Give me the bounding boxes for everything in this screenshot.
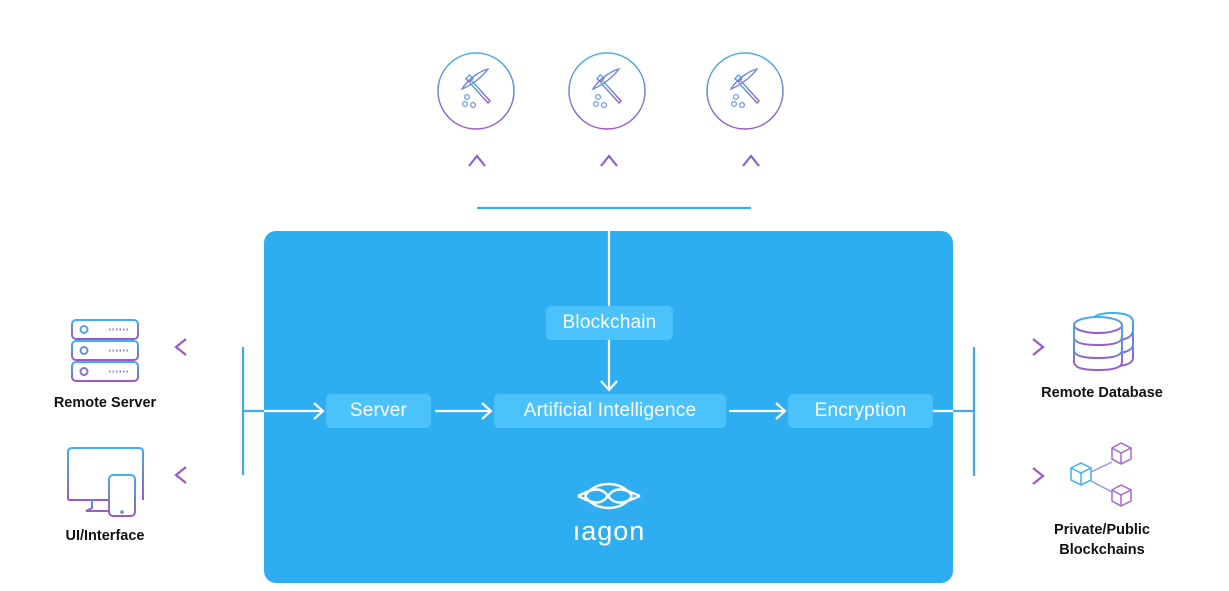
node-server: Server xyxy=(326,394,431,428)
iagon-logo-icon xyxy=(577,482,641,510)
node-artificial-intelligence: Artificial Intelligence xyxy=(494,394,726,428)
remote-database-label: Remote Database xyxy=(1041,385,1163,401)
arrow-up-icon xyxy=(600,154,618,167)
miner-connectors xyxy=(468,154,760,231)
right-connectors xyxy=(953,338,1045,485)
node-label: Server xyxy=(349,400,408,421)
blockchains-label-line2: Blockchains xyxy=(1059,542,1145,558)
blockchains-icon xyxy=(1070,442,1132,507)
remote-server-icon xyxy=(71,319,139,382)
node-blockchain: Blockchain xyxy=(546,306,673,340)
node-label: Artificial Intelligence xyxy=(523,400,697,421)
node-label: Encryption xyxy=(814,400,907,421)
remote-server-label: Remote Server xyxy=(53,395,157,411)
arrow-right-icon xyxy=(313,402,325,420)
miner-node-2 xyxy=(568,52,646,130)
iagon-logo-text: ıagon xyxy=(572,516,646,546)
blockchains-label-line1: Private/Public xyxy=(1054,522,1150,538)
arrow-up-icon xyxy=(468,154,486,167)
node-label: Blockchain xyxy=(562,312,657,333)
arrow-left-icon xyxy=(174,466,187,484)
arrow-right-icon xyxy=(775,402,787,420)
arrow-up-icon xyxy=(742,154,760,167)
arrow-down-icon xyxy=(600,380,618,392)
left-connectors xyxy=(174,338,264,484)
arrow-left-icon xyxy=(174,338,187,356)
arrow-right-icon xyxy=(1032,338,1045,356)
remote-database-icon xyxy=(1073,311,1134,372)
node-encryption: Encryption xyxy=(788,394,933,428)
arrow-right-icon xyxy=(1032,467,1045,485)
blockchains-label: Private/Public Blockchains xyxy=(1027,520,1177,560)
miner-node-1 xyxy=(437,52,515,130)
arrow-right-icon xyxy=(481,402,493,420)
ui-interface-label: UI/Interface xyxy=(65,528,145,544)
ui-interface-icon xyxy=(67,447,144,517)
miner-node-3 xyxy=(706,52,784,130)
